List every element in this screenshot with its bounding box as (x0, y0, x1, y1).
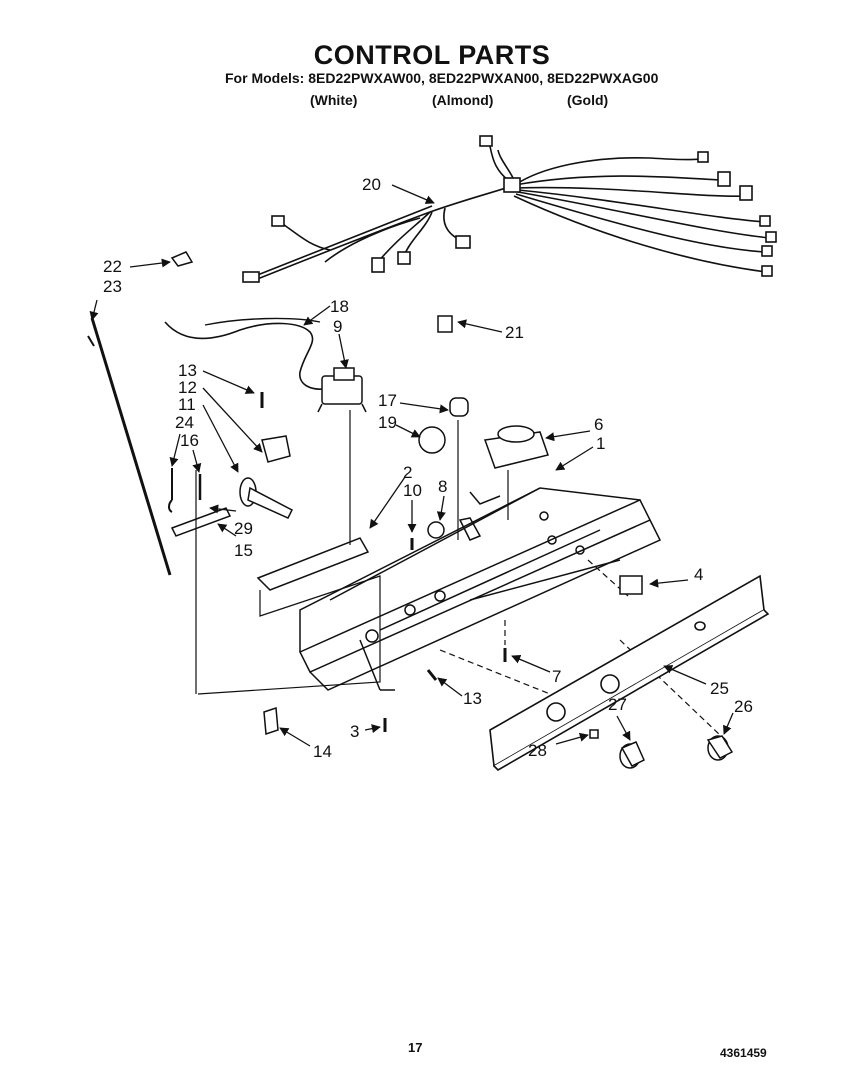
callout-23: 23 (103, 277, 122, 296)
callout-21: 21 (505, 323, 524, 342)
callout-2: 2 (403, 463, 412, 482)
callout-15: 15 (234, 541, 253, 560)
callout-1: 1 (596, 434, 605, 453)
callout-9: 9 (333, 317, 342, 336)
wiring-harness (242, 135, 777, 283)
callout-7: 7 (552, 667, 561, 686)
callout-6: 6 (594, 415, 603, 434)
finish-gold: (Gold) (567, 92, 609, 108)
callout-18: 18 (330, 297, 349, 316)
callout-12: 12 (178, 378, 197, 397)
callout-11: 11 (178, 395, 196, 414)
page-title: CONTROL PARTS (313, 40, 551, 70)
callout-16: 16 (180, 431, 199, 450)
callout-4: 4 (694, 565, 703, 584)
document-number: 4361459 (720, 1046, 767, 1060)
callout-8: 8 (438, 477, 447, 496)
callout-10: 10 (403, 481, 422, 500)
callout-29: 29 (234, 519, 253, 538)
callout-13-top: 13 (178, 361, 197, 380)
control-panel (489, 574, 770, 771)
finish-almond: (Almond) (432, 92, 494, 108)
callout-19: 19 (378, 413, 397, 432)
callout-20: 20 (362, 175, 381, 194)
callout-22: 22 (103, 257, 122, 276)
callout-26: 26 (734, 697, 753, 716)
callout-24: 24 (175, 413, 194, 432)
callout-28: 28 (528, 741, 547, 760)
finish-white: (White) (310, 92, 358, 108)
callout-14: 14 (313, 742, 332, 761)
callout-27: 27 (608, 695, 627, 714)
control-housing (298, 487, 662, 691)
callout-13-bottom: 13 (463, 689, 482, 708)
callout-25: 25 (710, 679, 729, 698)
page-number: 17 (408, 1040, 423, 1055)
callout-17: 17 (378, 391, 397, 410)
callout-3: 3 (350, 722, 359, 741)
models-line: For Models: 8ED22PWXAW00, 8ED22PWXAN00, … (225, 70, 659, 86)
